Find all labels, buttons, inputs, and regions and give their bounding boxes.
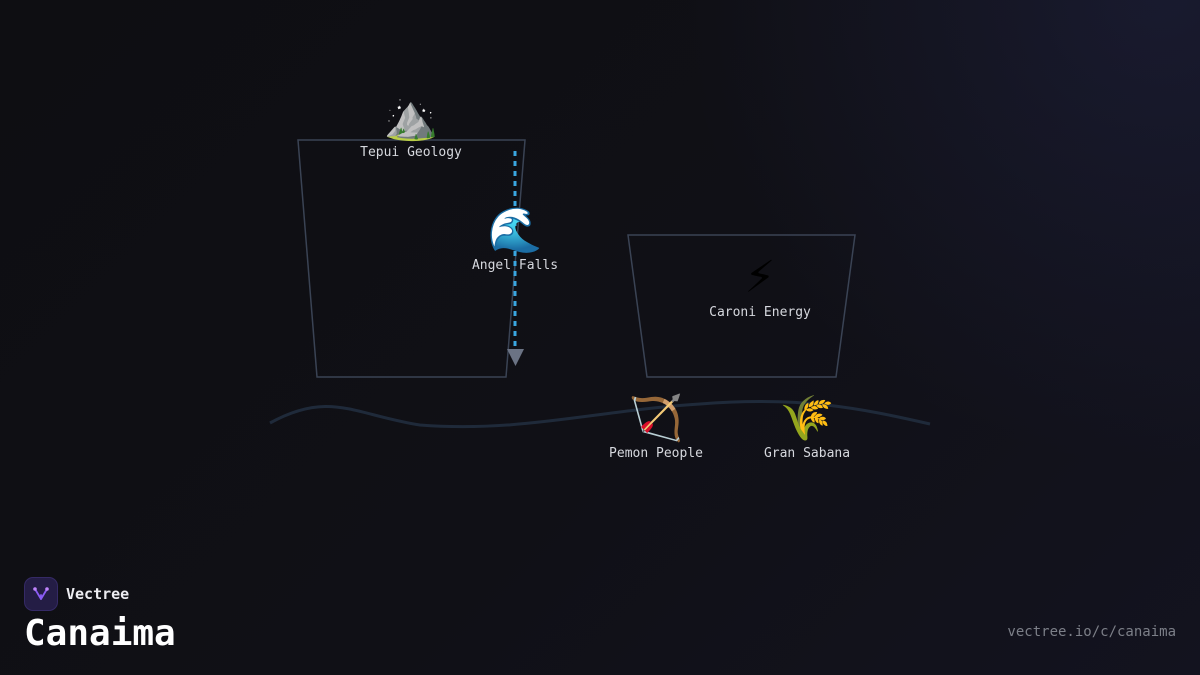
node-tepui-geology[interactable]: ⛰️ Tepui Geology [360,92,462,161]
node-label: Angel Falls [471,258,559,273]
node-gran-sabana[interactable]: 🌾 Gran Sabana [763,393,851,462]
page-url[interactable]: vectree.io/c/canaima [1007,624,1176,640]
river-line [269,400,931,429]
bow-and-arrow-icon: 🏹 [628,393,684,444]
node-caroni-energy[interactable]: ⚡ Caroni Energy [709,252,811,321]
vectree-branch-icon [24,577,58,611]
wave-icon: 🌊 [487,205,543,256]
mountain-icon: ⛰️ [383,92,439,143]
node-angel-falls[interactable]: 🌊 Angel Falls [471,205,559,274]
node-label: Pemon People [609,446,703,461]
lightning-icon: ⚡ [744,252,776,303]
node-pemon-people[interactable]: 🏹 Pemon People [609,393,703,462]
brand[interactable]: Vectree [24,577,129,611]
arrow-head [507,349,524,366]
tepui-plateau-outline [297,139,526,378]
node-label: Gran Sabana [763,446,851,461]
grain-icon: 🌾 [779,393,835,444]
brand-name: Vectree [66,585,130,603]
node-label: Caroni Energy [709,305,811,320]
node-label: Tepui Geology [360,145,462,160]
page-title: Canaima [24,613,176,654]
caroni-basin-outline [627,234,856,378]
